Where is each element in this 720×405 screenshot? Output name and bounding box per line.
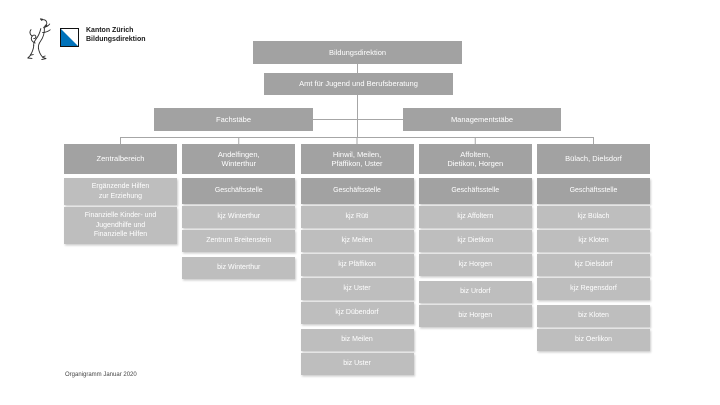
org-box-biz-uster: biz Uster: [300, 353, 414, 375]
org-box-amt-fuer-jugend-und-berufsberatung: Amt für Jugend und Berufsberatung: [264, 73, 453, 95]
org-box-biz-kloten: biz Kloten: [537, 305, 650, 327]
canton-logo: Kanton Zürich Bildungsdirektion: [24, 16, 184, 64]
column-header: Hinwil, Meilen, Pfäffikon, Uster: [300, 144, 414, 174]
org-box-kjz-horgen: kjz Horgen: [418, 254, 532, 276]
column-header: Bülach, Dielsdorf: [537, 144, 650, 174]
org-column: Affoltern, Dietikon, Horgen Geschäftsste…: [418, 144, 532, 327]
org-box-kjz-meilen: kjz Meilen: [300, 230, 414, 252]
column-header: Affoltern, Dietikon, Horgen: [418, 144, 532, 174]
canton-lion-icon: [27, 18, 51, 60]
org-box-geschäftsstelle: Geschäftsstelle: [182, 178, 296, 204]
org-box-biz-winterthur: biz Winterthur: [182, 257, 296, 279]
org-box-kjz-kloten: kjz Kloten: [537, 230, 650, 252]
org-box-kjz-rüti: kjz Rüti: [300, 206, 414, 228]
org-box-fachstaebe: Fachstäbe: [154, 108, 313, 131]
org-box-ergänzende-hilfen-zur-erziehung: Ergänzende Hilfen zur Erziehung: [64, 178, 177, 205]
org-box-kjz-regensdorf: kjz Regensdorf: [537, 278, 650, 300]
org-box-kjz-dübendorf: kjz Dübendorf: [300, 302, 414, 324]
org-box-geschäftsstelle: Geschäftsstelle: [537, 178, 650, 204]
footer-caption: Organigramm Januar 2020: [65, 372, 137, 378]
org-box-kjz-uster: kjz Uster: [300, 278, 414, 300]
org-box-finanzielle-kinder-und-jugendhilfe-und-finanzielle-hilfen: Finanzielle Kinder- und Jugendhilfe und …: [64, 207, 177, 244]
canton-logo-text: Kanton Zürich Bildungsdirektion: [86, 27, 146, 45]
org-box-zentrum-breitenstein: Zentrum Breitenstein: [182, 230, 296, 252]
org-column: Zentralbereich Ergänzende Hilfen zur Erz…: [64, 144, 177, 244]
org-box-biz-urdorf: biz Urdorf: [418, 281, 532, 303]
org-box-kjz-affoltern: kjz Affoltern: [418, 206, 532, 228]
org-box-kjz-bülach: kjz Bülach: [537, 206, 650, 228]
org-box-biz-meilen: biz Meilen: [300, 329, 414, 351]
org-box-biz-horgen: biz Horgen: [418, 305, 532, 327]
column-header: Andelfingen, Winterthur: [182, 144, 296, 174]
org-box-geschäftsstelle: Geschäftsstelle: [300, 178, 414, 204]
org-column: Hinwil, Meilen, Pfäffikon, Uster Geschäf…: [300, 144, 414, 375]
org-box-geschäftsstelle: Geschäftsstelle: [418, 178, 532, 204]
org-box-kjz-dietikon: kjz Dietikon: [418, 230, 532, 252]
column-header: Zentralbereich: [64, 144, 177, 174]
canton-name: Kanton Zürich: [86, 27, 134, 34]
org-box-kjz-dielsdorf: kjz Dielsdorf: [537, 254, 650, 276]
org-box-managementstaebe: Managementstäbe: [403, 108, 561, 131]
org-columns: Zentralbereich Ergänzende Hilfen zur Erz…: [64, 144, 650, 375]
org-box-biz-oerlikon: biz Oerlikon: [537, 329, 650, 351]
org-box-bildungsdirektion: Bildungsdirektion: [253, 41, 462, 64]
org-box-kjz-pfäffikon: kjz Pfäffikon: [300, 254, 414, 276]
directorate-name: Bildungsdirektion: [86, 35, 146, 43]
org-box-kjz-winterthur: kjz Winterthur: [182, 206, 296, 228]
canton-flag-icon: [60, 28, 79, 47]
